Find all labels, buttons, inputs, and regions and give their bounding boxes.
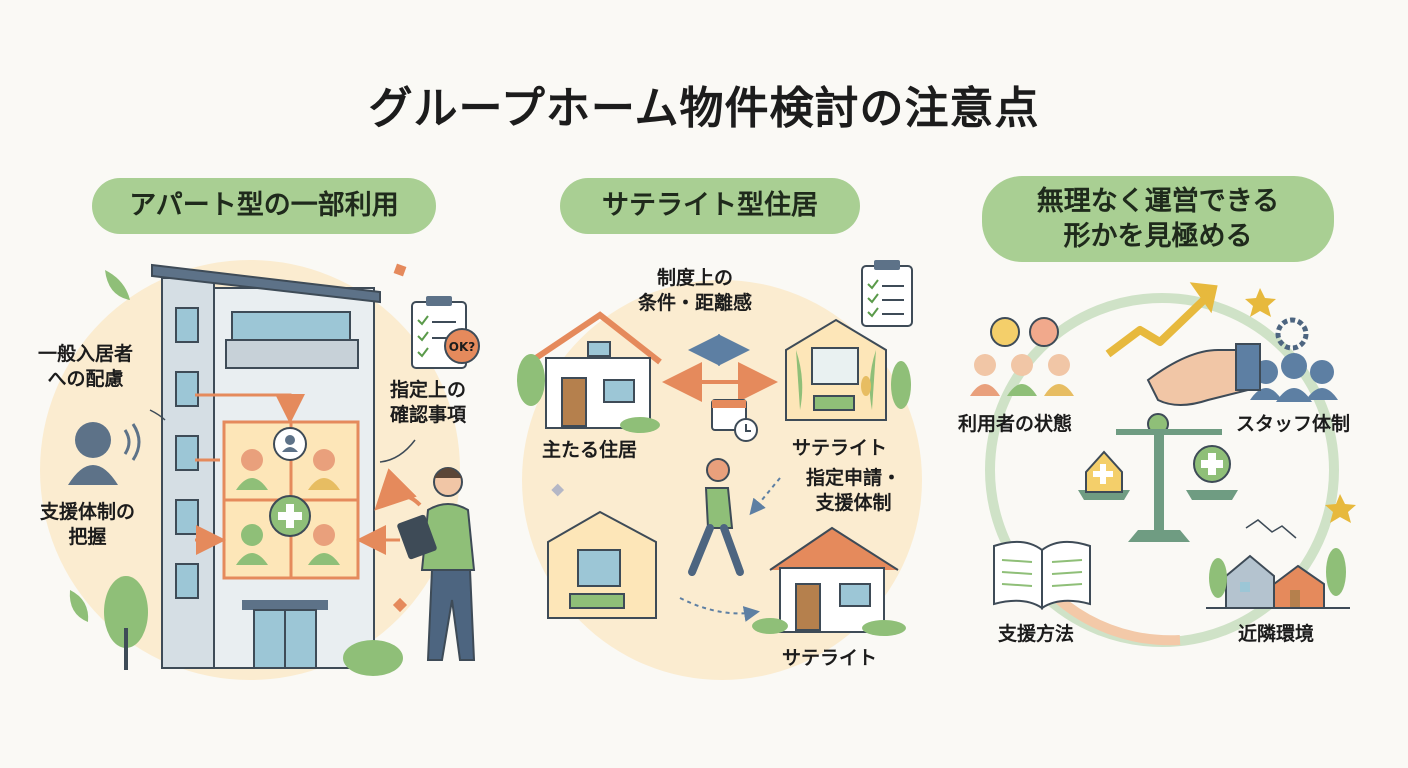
- main-residence-house-icon: [517, 311, 662, 433]
- label-user-condition: 利用者の状態: [958, 413, 1073, 435]
- label-support-system: 支援体制の 把握: [40, 500, 135, 549]
- operation-panel-illustration: [970, 282, 1356, 647]
- satellite-room-bottom-icon: [547, 510, 657, 619]
- clipboard-checklist-icon: [861, 260, 913, 327]
- staff-with-tablet-icon: [397, 467, 476, 661]
- label-support-method: 支援方法: [998, 623, 1075, 645]
- neighborhood-houses-icon: [1206, 519, 1350, 609]
- shared-units-highlight: [222, 420, 360, 580]
- panel-heading-operation-line1: 無理なく運営できる: [1036, 185, 1280, 217]
- label-designation-application-line2: 支援体制: [815, 491, 892, 514]
- satellite-house-icon: [752, 526, 906, 636]
- calendar-clock-icon: [711, 399, 758, 442]
- apartment-panel-illustration: OK?: [40, 260, 480, 680]
- label-system-conditions-line2: 条件・距離感: [638, 291, 753, 314]
- label-system-conditions-line1: 制度上の: [657, 267, 734, 289]
- user-faces-icon: [970, 317, 1074, 396]
- label-support-system-line1: 支援体制の: [40, 501, 136, 523]
- label-neighborhood: 近隣環境: [1238, 623, 1315, 645]
- open-book-icon: [993, 540, 1091, 610]
- panel-heading-satellite: サテライト型住居: [560, 178, 860, 234]
- satellite-room-top-icon: [785, 318, 911, 421]
- label-resident-consideration: 一般入居者 への配慮: [38, 342, 133, 391]
- label-designation-application-line1: 指定申請・: [806, 467, 902, 489]
- growth-arrow-icon: [1105, 293, 1211, 358]
- balance-scale-icon: [1078, 343, 1261, 542]
- page-title: グループホーム物件検討の注意点: [368, 83, 1040, 134]
- leaf-icon: [105, 270, 130, 300]
- bush-icon: [343, 640, 403, 676]
- leaf-icon: [69, 590, 89, 622]
- label-satellite-bottom: サテライト: [782, 647, 878, 669]
- hand-icon: [1146, 349, 1249, 406]
- star-icon: [1245, 288, 1276, 317]
- gear-icon: [1275, 317, 1309, 351]
- label-resident-consideration-line2: への配慮: [47, 367, 124, 390]
- ok-badge-text: OK?: [449, 340, 476, 354]
- label-designation-check: 指定上の 確認事項: [390, 378, 466, 427]
- neighbor-person-icon: [68, 422, 141, 485]
- label-designation-application: 指定申請・ 支援体制: [806, 466, 901, 515]
- clipboard-check-icon: OK?: [411, 296, 480, 369]
- label-system-conditions: 制度上の 条件・距離感: [638, 266, 752, 315]
- label-satellite-top: サテライト: [792, 437, 888, 459]
- label-designation-check-line2: 確認事項: [390, 403, 467, 426]
- staff-group-icon: [1250, 317, 1338, 402]
- tree-icon: [104, 576, 148, 670]
- label-support-system-line2: 把握: [68, 525, 107, 548]
- star-icon: [1325, 494, 1356, 523]
- label-designation-check-line1: 指定上の: [390, 379, 467, 401]
- satellite-panel-illustration: [517, 260, 922, 680]
- panel-heading-operation: 無理なく運営できる 形かを見極める: [982, 176, 1334, 262]
- panel-heading-apartment: アパート型の一部利用: [92, 178, 436, 234]
- label-staff-system: スタッフ体制: [1236, 413, 1351, 435]
- ok-badge: [444, 328, 480, 364]
- label-resident-consideration-line1: 一般入居者: [38, 343, 134, 365]
- walking-person-icon: [688, 458, 744, 576]
- label-main-residence: 主たる住居: [542, 439, 638, 461]
- panel-heading-operation-line2: 形かを見極める: [1063, 221, 1253, 252]
